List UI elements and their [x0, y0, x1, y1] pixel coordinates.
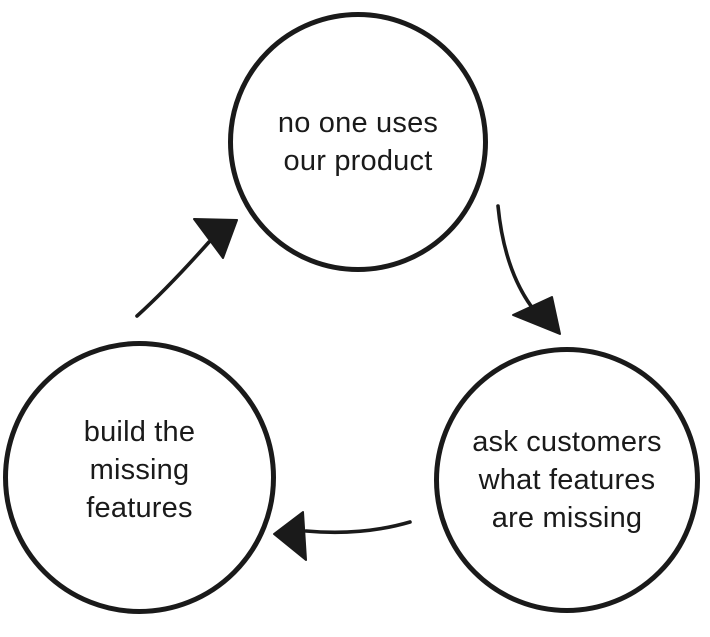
node-label-line: missing: [89, 453, 190, 486]
arrow-right-to-left-shaft: [304, 520, 412, 535]
node-label: ask customers what features are missing: [472, 423, 662, 537]
arrow-top-to-right-shaft: [496, 204, 533, 308]
node-no-one-uses-our-product: no one uses our product: [228, 12, 488, 272]
node-label: no one uses our product: [278, 104, 438, 180]
arrow-right-to-left-head: [273, 511, 307, 561]
arrow-left-to-top: [135, 218, 238, 318]
node-label-line: features: [86, 491, 193, 524]
node-label-line: build the: [83, 415, 196, 448]
arrow-left-to-top-shaft: [135, 240, 211, 318]
arrow-left-to-top-head: [193, 218, 238, 259]
arrow-right-to-left: [273, 511, 412, 561]
node-label-line: are missing: [491, 502, 643, 534]
node-label-line: ask customers: [472, 426, 662, 458]
node-label-line: our product: [283, 145, 433, 177]
node-label-line: no one uses: [277, 107, 439, 139]
arrow-top-to-right: [496, 204, 561, 335]
node-build-the-missing-features: build the missing features: [3, 341, 276, 614]
node-label: build the missing features: [84, 413, 195, 527]
node-ask-customers-what-features-are-missing: ask customers what features are missing: [434, 347, 700, 613]
node-label-line: what features: [478, 464, 656, 496]
arrow-top-to-right-head: [512, 296, 561, 335]
